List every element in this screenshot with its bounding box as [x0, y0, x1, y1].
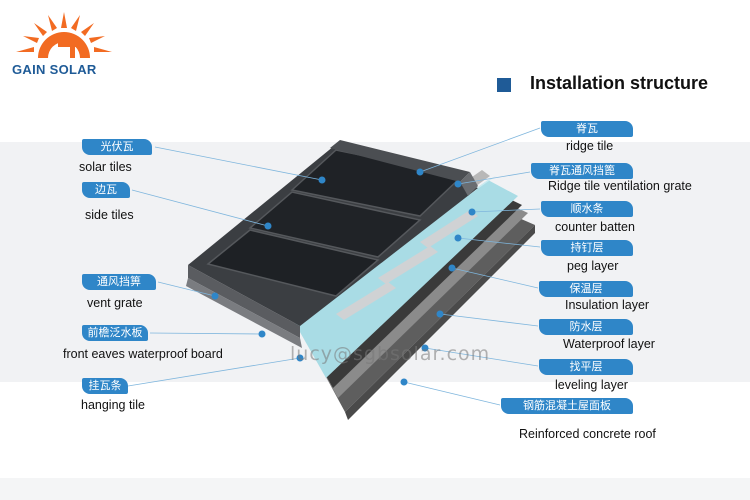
tag-vent-grate: 通风挡箅 — [82, 274, 156, 290]
label-leveling: leveling layer — [555, 378, 628, 392]
tag-leveling: 找平层 — [539, 359, 633, 375]
label-solar-tiles: solar tiles — [79, 160, 132, 174]
tag-side-tiles: 边瓦 — [82, 182, 130, 198]
label-vent-grate: vent grate — [87, 296, 143, 310]
tag-ridge-tile: 脊瓦 — [541, 121, 633, 137]
label-ridge-tile: ridge tile — [566, 139, 614, 153]
tag-counter-batten: 顺水条 — [541, 201, 633, 217]
tag-solar-tiles: 光伏瓦 — [82, 139, 152, 155]
ridge-tile-front — [460, 172, 478, 196]
label-ridge-vent: Ridge tile ventilation grate — [548, 179, 692, 193]
label-concrete-roof: Reinforced concrete roof — [519, 427, 656, 441]
label-waterproof: Waterproof layer — [563, 337, 655, 351]
solar-panel-2 — [248, 191, 422, 258]
counter-batten-1 — [420, 210, 478, 248]
tag-ridge-vent: 脊瓦通风挡篦 — [531, 163, 633, 179]
tag-hanging-tile: 挂瓦条 — [82, 378, 128, 394]
label-peg-layer: peg layer — [567, 259, 619, 273]
roof-front-edge — [188, 265, 300, 338]
counter-batten-2 — [378, 246, 438, 284]
tag-front-eaves: 前檐泛水板 — [82, 325, 148, 341]
tag-concrete-roof: 钢筋混凝土屋面板 — [501, 398, 633, 414]
header-marker — [497, 78, 511, 92]
label-hanging-tile: hanging tile — [81, 398, 145, 412]
brand-name: GAIN SOLAR — [12, 62, 97, 77]
concrete-layer-front — [345, 225, 535, 420]
gain-solar-logo — [16, 12, 112, 58]
counter-batten-3 — [336, 282, 396, 320]
solar-panel-3 — [206, 229, 380, 297]
label-insulation: Insulation layer — [565, 298, 650, 312]
label-front-eaves: front eaves waterproof board — [63, 347, 223, 361]
insulation-layer — [292, 180, 518, 378]
ridge-tile — [330, 140, 470, 182]
tag-peg-layer: 持钉层 — [541, 240, 633, 256]
label-counter-batten: counter batten — [555, 220, 635, 234]
page-title: Installation structure — [530, 73, 709, 93]
tag-insulation: 保温层 — [539, 281, 633, 297]
watermark: lucy@sgbsolar.com — [290, 343, 491, 365]
tag-waterproof: 防水层 — [539, 319, 633, 335]
label-side-tiles: side tiles — [85, 208, 134, 222]
footer-band — [0, 478, 750, 500]
